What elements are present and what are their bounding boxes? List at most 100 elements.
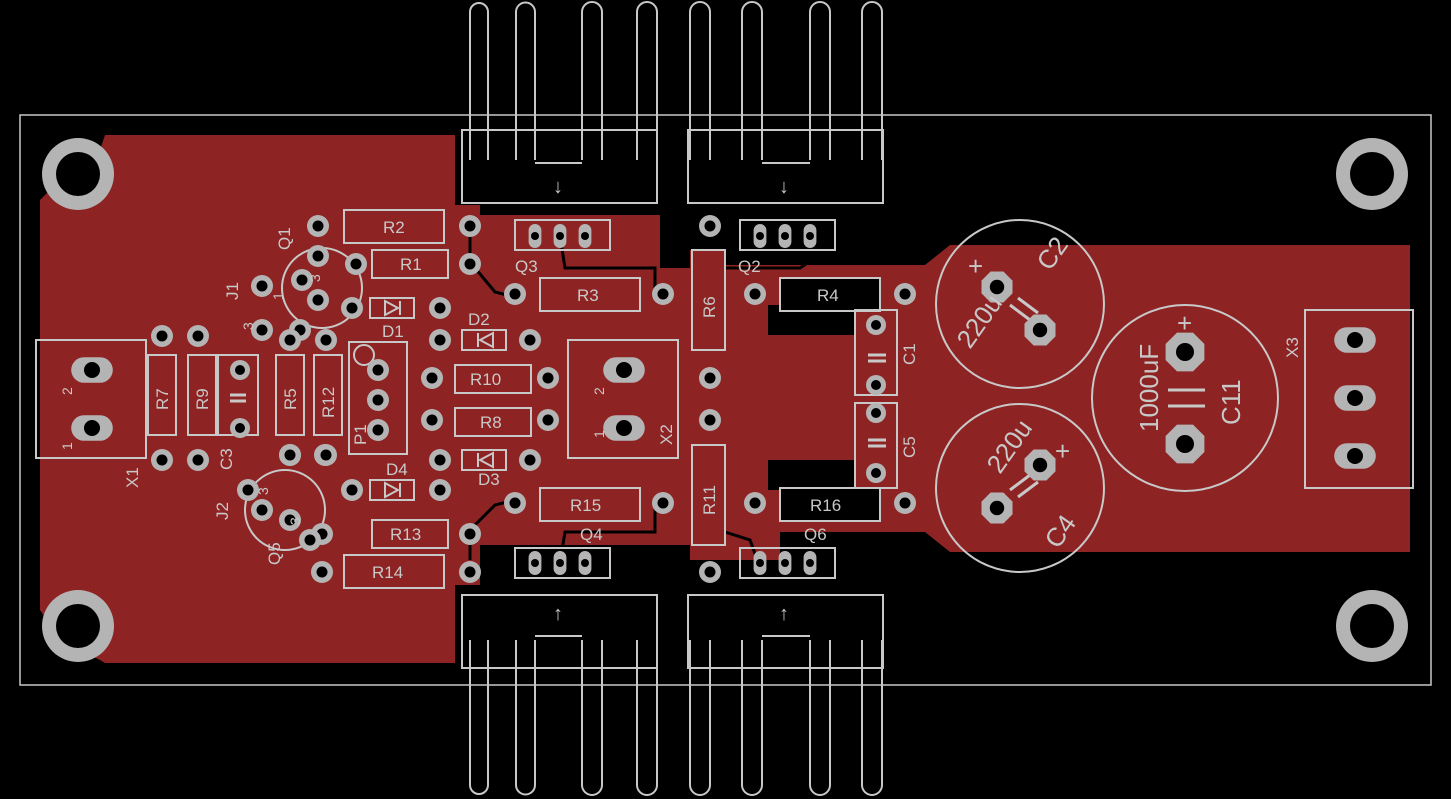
pad (459, 215, 481, 237)
heatsink-q2 (687, 1, 884, 204)
pad (421, 409, 443, 431)
pad (528, 551, 542, 575)
label-r2: R2 (383, 218, 405, 237)
x3-body (1304, 309, 1414, 489)
pad (778, 224, 792, 248)
label-q3: Q3 (515, 257, 538, 276)
pad (299, 529, 321, 551)
pad (699, 215, 721, 237)
x2-pin2: 2 (591, 387, 607, 395)
pad (311, 561, 333, 583)
d2-body (461, 329, 507, 351)
pad (744, 283, 766, 305)
pad (537, 409, 559, 431)
d4-body (369, 479, 415, 501)
label-x1: X1 (123, 467, 142, 488)
r10-body (454, 364, 532, 394)
pad (345, 253, 367, 275)
label-x2: X2 (657, 424, 676, 445)
pad (699, 561, 721, 583)
r7-body (147, 354, 177, 436)
label-r5: R5 (281, 388, 300, 410)
pad (367, 389, 389, 411)
x2-body (567, 339, 679, 459)
pad (1024, 449, 1056, 481)
copper-left-pour (40, 135, 1410, 663)
label-d2: D2 (468, 310, 490, 329)
label-p1: P1 (351, 424, 370, 445)
pad (187, 325, 209, 347)
label-r14: R14 (372, 563, 403, 582)
pad (803, 224, 817, 248)
pad (230, 418, 250, 438)
d3-body (461, 449, 507, 471)
pad (421, 367, 443, 389)
r14-body (343, 554, 445, 589)
j1-pin1: 1 (270, 292, 286, 300)
label-d1: D1 (382, 322, 404, 341)
pad (1334, 443, 1376, 469)
pad (894, 283, 916, 305)
pad (429, 479, 451, 501)
pad (1165, 424, 1205, 464)
pad (1334, 385, 1376, 411)
pad (429, 297, 451, 319)
pad (367, 359, 389, 381)
pad (603, 357, 645, 383)
pad (459, 561, 481, 583)
copper-pours (40, 135, 1410, 663)
d1-body (369, 297, 415, 319)
label-c3: C3 (217, 448, 236, 470)
label-r4: R4 (817, 286, 839, 305)
pad (537, 367, 559, 389)
pad (866, 403, 886, 423)
pad (753, 224, 767, 248)
pad (981, 492, 1013, 524)
label-r8: R8 (480, 413, 502, 432)
pad (315, 444, 337, 466)
label-c5: C5 (900, 436, 919, 458)
c2-outline (935, 219, 1105, 389)
r16-body (779, 487, 881, 522)
pad (279, 329, 301, 351)
arrow-q6: ↑ (779, 603, 789, 625)
label-d4: D4 (386, 460, 408, 479)
p1-body (348, 341, 408, 455)
pad (307, 245, 329, 267)
j2-pin3: 3 (255, 487, 271, 495)
label-q1: Q1 (275, 227, 294, 250)
arrow-q4: ↑ (553, 603, 563, 625)
q5-pin3: 3 (287, 517, 303, 525)
heatsink-q4 (461, 594, 658, 796)
r1-body (371, 249, 449, 279)
pad (866, 315, 886, 335)
r11-body (691, 444, 726, 546)
pad (459, 253, 481, 275)
label-c11: C11 (1216, 379, 1246, 425)
plus-c2: + (968, 251, 983, 281)
label-j1: J1 (223, 282, 242, 300)
label-r12: R12 (319, 387, 338, 418)
label-c1: C1 (900, 343, 919, 365)
cap-symbols (230, 296, 1205, 499)
pad (279, 509, 301, 531)
pad (251, 275, 273, 297)
q1-pin3: 3 (307, 274, 323, 282)
pad (429, 329, 451, 351)
label-d3: D3 (478, 470, 500, 489)
q2-body (739, 219, 836, 251)
r6-body (691, 249, 726, 351)
silkscreen (35, 209, 1414, 589)
pad (230, 360, 250, 380)
pad (367, 419, 389, 441)
x1-pin2: 2 (59, 387, 75, 395)
pad (753, 551, 767, 575)
pad (528, 224, 542, 248)
pad (519, 449, 541, 471)
label-r7: R7 (153, 388, 172, 410)
label-j2: J2 (213, 502, 232, 520)
pads (71, 215, 1376, 583)
pad (341, 479, 363, 501)
pad (291, 269, 313, 291)
